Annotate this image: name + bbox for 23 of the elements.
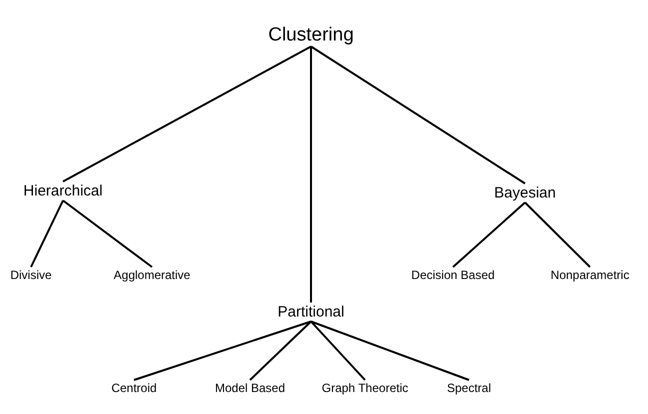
- connector-line: [62, 200, 153, 268]
- connector-line: [310, 320, 366, 381]
- tree-node-label: Graph Theoretic: [320, 380, 410, 396]
- tree-node-label: Partitional: [276, 302, 346, 322]
- tree-node-label: Spectral: [444, 380, 494, 396]
- tree-node-label: Bayesian: [492, 184, 558, 202]
- tree-node-label: Nonparametric: [548, 267, 632, 283]
- tree-node-label: Hierarchical: [21, 182, 105, 200]
- connector-line: [134, 320, 312, 381]
- connector-line: [249, 320, 312, 381]
- connector-line: [310, 46, 526, 184]
- tree-node-label: Centroid: [109, 380, 159, 396]
- tree-node-label: Clustering: [266, 24, 356, 46]
- connector-line: [452, 202, 526, 268]
- tree-node-label: Decision Based: [409, 267, 497, 283]
- connector-line: [310, 320, 470, 381]
- tree-node-label: Model Based: [212, 380, 288, 396]
- tree-node-label: Agglomerative: [112, 267, 192, 283]
- connector-line: [62, 46, 312, 182]
- connector-line: [524, 202, 591, 268]
- connector-line: [30, 200, 64, 268]
- tree-node-label: Divisive: [8, 267, 54, 283]
- connector-line: [310, 46, 312, 302]
